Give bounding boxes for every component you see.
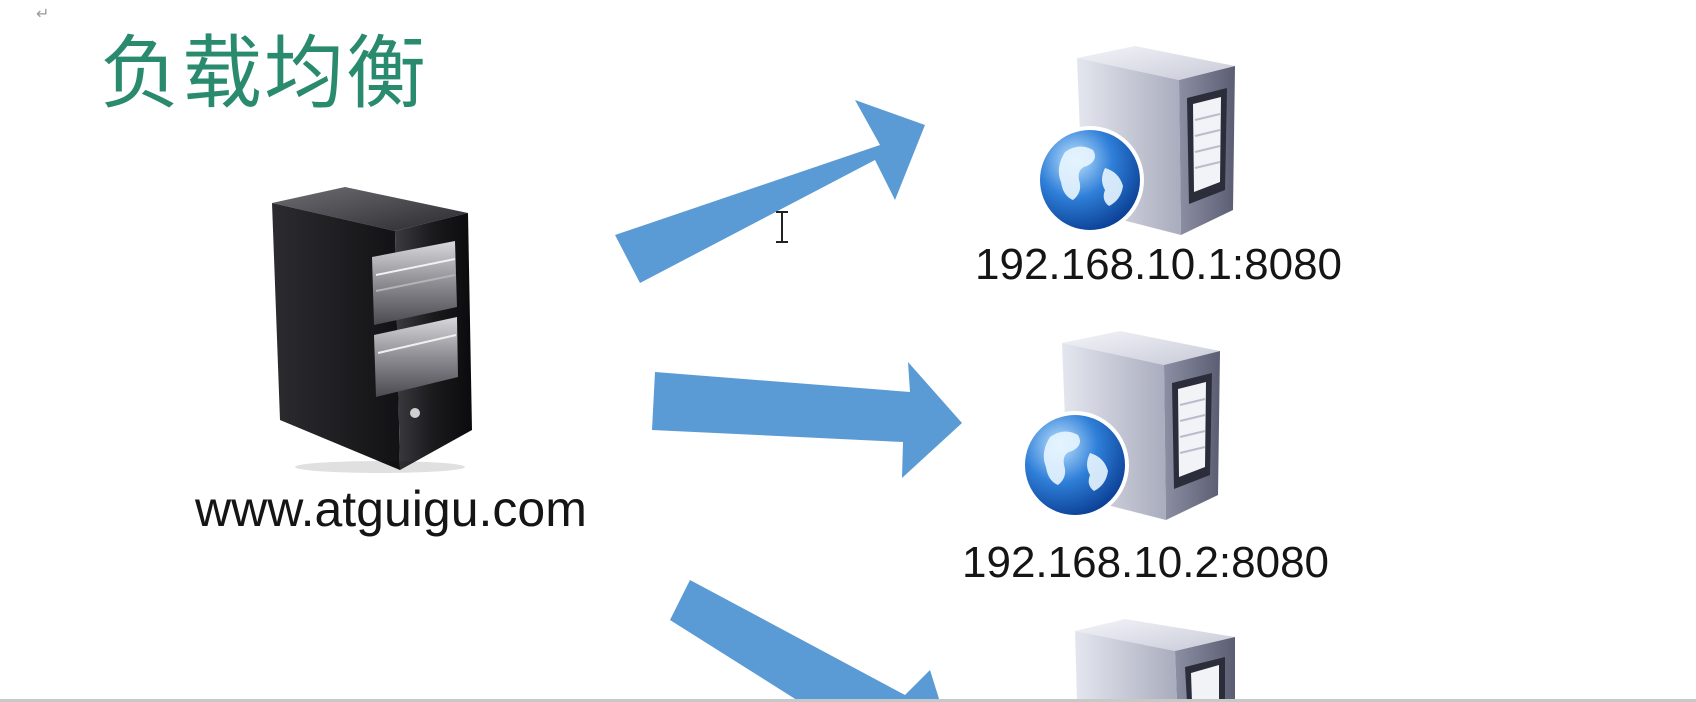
web-server-globe-icon [1021, 331, 1220, 520]
text-cursor-icon [776, 211, 788, 243]
client-domain-label: www.atguigu.com [195, 481, 587, 537]
web-server-globe-icon [1075, 619, 1235, 702]
paragraph-mark: ↵ [36, 4, 50, 23]
slide-title: 负载均衡 [100, 27, 428, 120]
server-label: 192.168.10.1:8080 [975, 240, 1343, 289]
server-tower-icon [272, 187, 472, 473]
web-server-globe-icon [1036, 46, 1235, 235]
server-label: 192.168.10.2:8080 [962, 538, 1330, 587]
divider [0, 699, 1696, 702]
